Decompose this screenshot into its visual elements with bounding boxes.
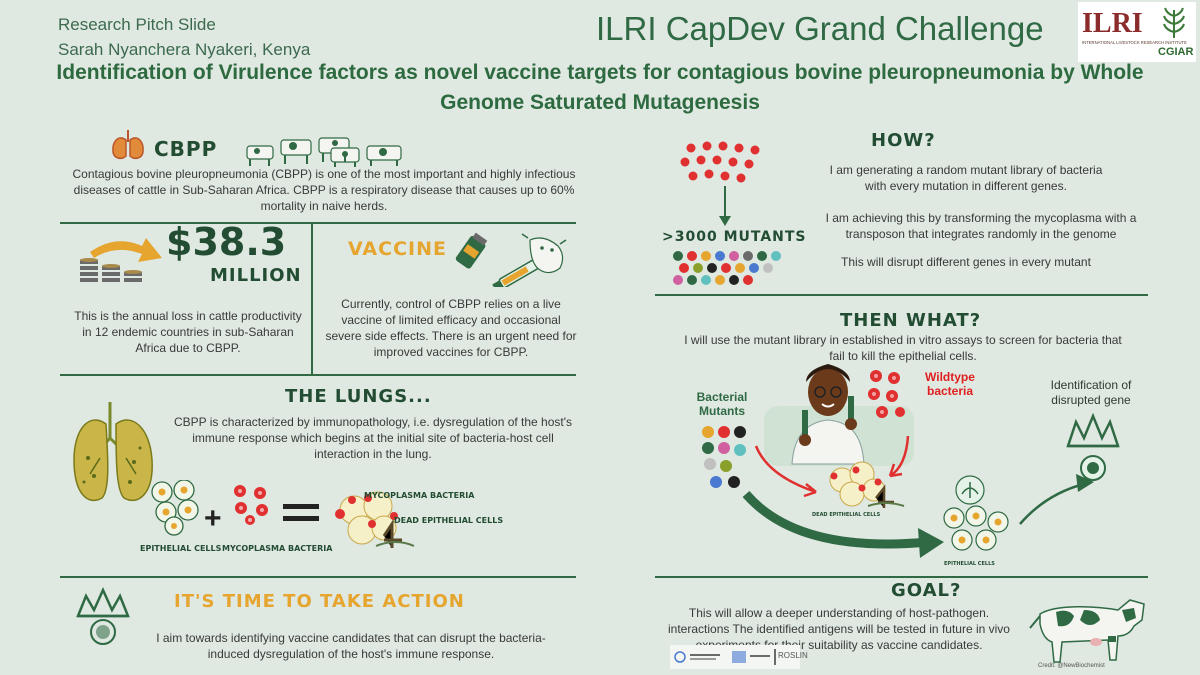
infected-cells-icon	[332, 488, 416, 555]
cgiar-wheat-icon	[1163, 7, 1185, 38]
epithelial-cells-label: EPITHELIAL CELLS	[140, 544, 222, 553]
divider-lungs	[60, 576, 576, 578]
then-description: I will use the mutant library in establi…	[684, 333, 1122, 363]
result-dead-cells-label: DEAD EPITHELIAL CELLS	[394, 516, 504, 525]
divider-loss-vaccine	[311, 224, 313, 374]
then-heading: THEN WHAT?	[840, 310, 982, 331]
result-mycoplasma-label: MYCOPLASMA BACTERIA	[364, 491, 475, 500]
dead-cells-label: DEAD EPITHELIAL CELLS	[812, 512, 881, 518]
mycoplasma-bacteria-icon	[232, 484, 272, 531]
equals-sign	[283, 502, 319, 529]
vaccine-description: Currently, control of CBPP relies on a l…	[325, 297, 577, 359]
assay-arrows	[738, 435, 948, 571]
loss-description: This is the annual loss in cattle produc…	[74, 309, 302, 355]
how-paragraph-2: I am achieving this by transforming the …	[825, 211, 1137, 241]
lungs-icon	[110, 128, 146, 167]
mutant-library-icon	[670, 248, 790, 293]
crown-gene-icon	[1062, 410, 1124, 493]
syringe-vial-icon	[452, 232, 570, 292]
author-name: Sarah Nyanchera Nyakeri, Kenya	[58, 40, 311, 59]
action-heading: IT'S TIME TO TAKE ACTION	[174, 591, 465, 612]
epithelial-cells-cluster-icon	[150, 479, 202, 541]
slide-type: Research Pitch Slide	[58, 15, 216, 34]
cbpp-heading: CBPP	[154, 137, 218, 161]
divider-loss	[60, 374, 576, 376]
how-heading: HOW?	[871, 130, 936, 151]
main-title: Identification of Virulence factors as n…	[56, 61, 1144, 114]
roslin-logo-text: ROSLIN	[778, 651, 808, 660]
event-title: ILRI CapDev Grand Challenge	[596, 10, 1044, 47]
lungs-heading: THE LUNGS...	[285, 386, 432, 407]
how-paragraph-3: This will disrupt different genes in eve…	[841, 255, 1091, 269]
result-arrow	[1016, 468, 1098, 531]
mutants-cluster-icon	[700, 424, 752, 497]
vaccine-heading: VACCINE	[348, 238, 447, 260]
cattle-herd-icon	[245, 134, 409, 173]
dead-cells-icon	[822, 458, 906, 513]
scientist-illustration	[764, 358, 914, 473]
plus-sign: +	[204, 502, 222, 535]
cow-icon	[1026, 594, 1150, 673]
wildtype-bacteria-icon	[864, 368, 910, 429]
divider-cbpp	[60, 222, 576, 224]
mycoplasma-label: MYCOPLASMA BACTERIA	[222, 544, 333, 553]
slide-header-left: Research Pitch Slide Sarah Nyanchera Nya…	[58, 12, 310, 62]
coins-arrow-icon	[76, 230, 166, 295]
divider-then	[655, 576, 1148, 578]
partner-logos: ROSLIN	[670, 645, 808, 669]
how-paragraph-1: I am generating a random mutant library …	[829, 163, 1103, 193]
loss-unit: MILLION	[210, 265, 302, 286]
wildtype-label: Wildtype bacteria	[925, 370, 975, 398]
cgiar-logo-text: CGIAR	[1158, 46, 1194, 58]
image-credit: Credit: @NewBiochemist	[1038, 663, 1105, 669]
identify-gene-label: Identification of disrupted gene	[1050, 378, 1132, 407]
divider-how	[655, 294, 1148, 296]
crown-icon	[72, 586, 134, 653]
cbpp-description: Contagious bovine pleuropneumonia (CBPP)…	[72, 167, 576, 213]
goal-heading: GOAL?	[891, 580, 962, 601]
mutants-count: >3000 MUTANTS	[662, 229, 807, 245]
bacteria-cluster-icon	[677, 138, 773, 235]
loss-amount: $38.3	[166, 220, 287, 264]
ilri-logo-text: ILRI	[1082, 8, 1143, 39]
mutants-label: Bacterial Mutants	[696, 390, 748, 418]
healthy-cells-icon	[940, 474, 1020, 565]
ilri-logo-sub: INTERNATIONAL LIVESTOCK RESEARCH INSTITU…	[1082, 40, 1187, 45]
action-description: I aim towards identifying vaccine candid…	[156, 631, 546, 661]
epi-cells-label: EPITHELIAL CELLS	[944, 561, 995, 567]
ilri-cgiar-logo: ILRI INTERNATIONAL LIVESTOCK RESEARCH IN…	[1078, 2, 1196, 62]
diseased-lungs-icon	[70, 398, 156, 515]
lungs-description: CBPP is characterized by immunopathology…	[173, 415, 573, 461]
